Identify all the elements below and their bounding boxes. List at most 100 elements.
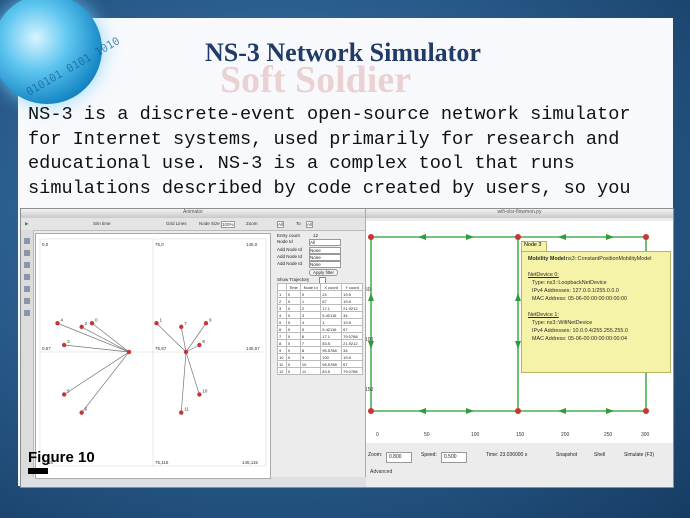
topology-node[interactable] (89, 321, 95, 326)
grid-lines-label[interactable]: Grid Lines (166, 221, 187, 226)
table-cell: 7 (299, 339, 322, 347)
topology-hub-node[interactable] (126, 349, 132, 355)
tooltip-netdevice1: NetDevice 1: (528, 312, 559, 318)
filter-select-1[interactable]: None (309, 247, 341, 254)
node-id-select[interactable]: All (309, 239, 341, 246)
table-cell: 0 (285, 360, 301, 368)
zoom-out-icon[interactable] (24, 262, 30, 268)
axis-left-50: 50 (366, 287, 371, 293)
animator-window: Animator ▶ Sim time Grid Lines Node Size… (21, 209, 366, 479)
topology-link (57, 322, 130, 353)
table-cell: 100 (320, 353, 343, 361)
col-x[interactable]: X coord (320, 283, 343, 291)
simulate-button[interactable]: Simulate (F3) (624, 452, 655, 458)
topology-node[interactable] (179, 410, 184, 415)
table-cell: 1 (320, 318, 343, 326)
col-node-id[interactable]: Node Id (299, 283, 322, 291)
table-cell: 12 (277, 367, 287, 375)
speed-input[interactable]: 0.500 (441, 452, 467, 463)
filter-select-2[interactable]: None (309, 254, 341, 261)
table-cell: 5.42116 (320, 325, 343, 333)
table-cell: 67 (320, 297, 343, 305)
table-cell: 0 (285, 311, 301, 319)
topology-hub-node[interactable] (183, 349, 189, 355)
topology-node[interactable] (179, 324, 184, 330)
filter-label-2: Add Node Id (277, 254, 303, 259)
packet-icon[interactable] (24, 274, 30, 280)
topology-node[interactable] (203, 321, 209, 326)
link-icon[interactable] (24, 298, 30, 304)
advanced-expander[interactable]: Advanced (370, 469, 393, 475)
show-trajectory-label: Show Trajectory (277, 277, 310, 282)
topology-node[interactable] (197, 392, 202, 397)
from-select[interactable]: All (277, 221, 285, 228)
table-cell: 0 (285, 346, 301, 354)
table-cell: 5 (277, 318, 287, 326)
topology-node-label: 5 (67, 389, 70, 394)
tooltip-ipv4-1: IPv4 Addresses: 10.0.0.4/255.255.255.0 (532, 328, 628, 334)
grid-label-tr: 145,0 (246, 242, 258, 247)
col-y[interactable]: Y coord (341, 283, 363, 291)
watermark: Soft Soldier (220, 59, 412, 101)
visualizer-canvas[interactable]: 50 100 150 0 50 100 150 200 250 300 Node… (365, 221, 673, 443)
topology-node[interactable] (55, 321, 60, 326)
table-cell: 9 (299, 353, 322, 361)
visualizer-title: wifi-olsr-flowmon.py (366, 209, 673, 218)
table-cell: 83.5 (320, 367, 343, 375)
table-cell: 0 (285, 367, 301, 375)
table-cell: 5 (299, 325, 322, 333)
table-cell: 0 (285, 318, 301, 326)
topology-node[interactable] (61, 342, 67, 348)
pointer-icon[interactable] (24, 238, 30, 244)
shell-button[interactable]: Shell (594, 452, 606, 458)
topology-node-label: 7 (184, 321, 187, 326)
table-cell: 10 (277, 353, 287, 361)
filter-select-3[interactable]: None (309, 261, 341, 268)
grid-label-bm: 75,115 (155, 460, 169, 465)
tooltip-mobility-value: ns3::ConstantPositionMobilityModel (566, 256, 652, 262)
entry-count-value: 12 (313, 233, 319, 238)
settings-icon[interactable] (24, 310, 30, 316)
zoom-in-icon[interactable] (24, 250, 30, 256)
topology-node-label: 2 (85, 321, 88, 326)
col-time[interactable]: Time (285, 283, 301, 291)
grid-label-br: 145,115 (242, 460, 258, 465)
topology-node[interactable] (79, 324, 84, 330)
zoom-input[interactable]: 0.800 (386, 452, 412, 463)
grid-label-ml: 0,57 (42, 346, 51, 351)
col-index (277, 283, 287, 291)
node-icon[interactable] (24, 286, 30, 292)
snapshot-button[interactable]: Snapshot (556, 452, 578, 458)
figure-caption: Figure 10 (28, 449, 95, 466)
topology-node[interactable] (61, 392, 67, 397)
table-cell: 24 (320, 290, 343, 298)
topology-node[interactable] (79, 410, 84, 415)
node-size-select[interactable]: 100% (221, 221, 235, 228)
table-cell: 11 (299, 367, 322, 375)
tool-sidebar (21, 230, 34, 477)
to-select[interactable]: All (306, 221, 314, 228)
apply-filter-button[interactable]: Apply filter (309, 269, 339, 276)
table-cell: 3 (299, 311, 322, 319)
table-cell: 4 (299, 318, 322, 326)
speed-label: Speed: (421, 452, 437, 458)
topology-node[interactable] (154, 321, 159, 326)
topology-node[interactable] (197, 342, 202, 348)
table-cell: 67 (341, 360, 363, 368)
tooltip-type1: Type: ns3::WifiNetDevice (532, 320, 593, 326)
play-icon[interactable]: ▶ (25, 221, 29, 226)
